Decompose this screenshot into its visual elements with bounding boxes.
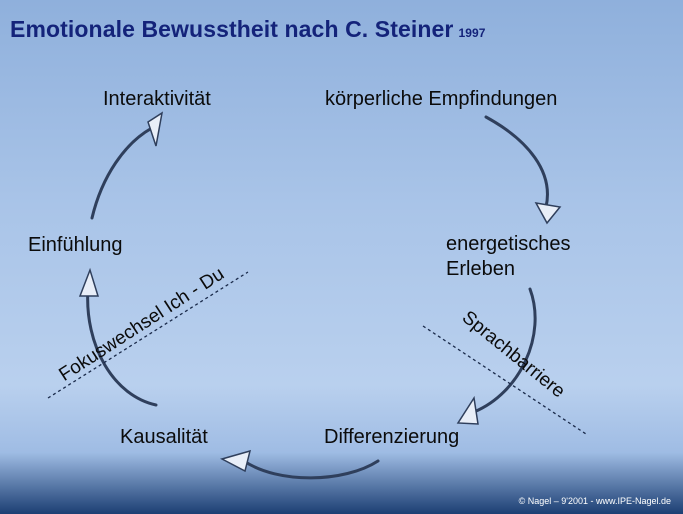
arrowhead-differenzierung [456, 395, 479, 425]
node-kausalitaet: Kausalität [120, 426, 208, 448]
node-einfuehlung: Einfühlung [28, 234, 123, 256]
node-energetisch-line2: Erleben [446, 258, 515, 280]
arrowhead-interaktivitaet [147, 111, 164, 147]
arrow-energetisch-to-differenzierung [472, 287, 537, 414]
arrow-einfuehlung-to-interaktivitaet [90, 126, 154, 220]
arrowhead-kausalitaet [219, 449, 252, 473]
arrow-koerperlich-to-energetisch [484, 115, 549, 209]
barrier-line-sprachbarriere [422, 325, 587, 435]
footer-copyright: © Nagel – 9'2001 - www.IPE-Nagel.de [518, 496, 671, 506]
arrow-differenzierung-to-kausalitaet [242, 459, 380, 480]
arrowhead-einfuehlung [78, 267, 100, 297]
node-differenzierung: Differenzierung [324, 426, 460, 448]
node-interaktivitaet: Interaktivität [103, 88, 211, 110]
slide-title: Emotionale Bewusstheit nach C. Steiner 19… [10, 16, 486, 43]
title-year: 1997 [458, 26, 486, 40]
node-energetisch-line1: energetisches [446, 233, 571, 255]
node-energetisches-erleben: energetisches Erleben [446, 232, 571, 282]
arrowhead-energetisch [534, 202, 562, 225]
node-koerperliche-empfindungen: körperliche Empfindungen [325, 88, 558, 110]
title-text: Emotionale Bewusstheit nach C. Steiner [10, 16, 454, 42]
arrow-kausalitaet-to-einfuehlung [86, 286, 158, 407]
